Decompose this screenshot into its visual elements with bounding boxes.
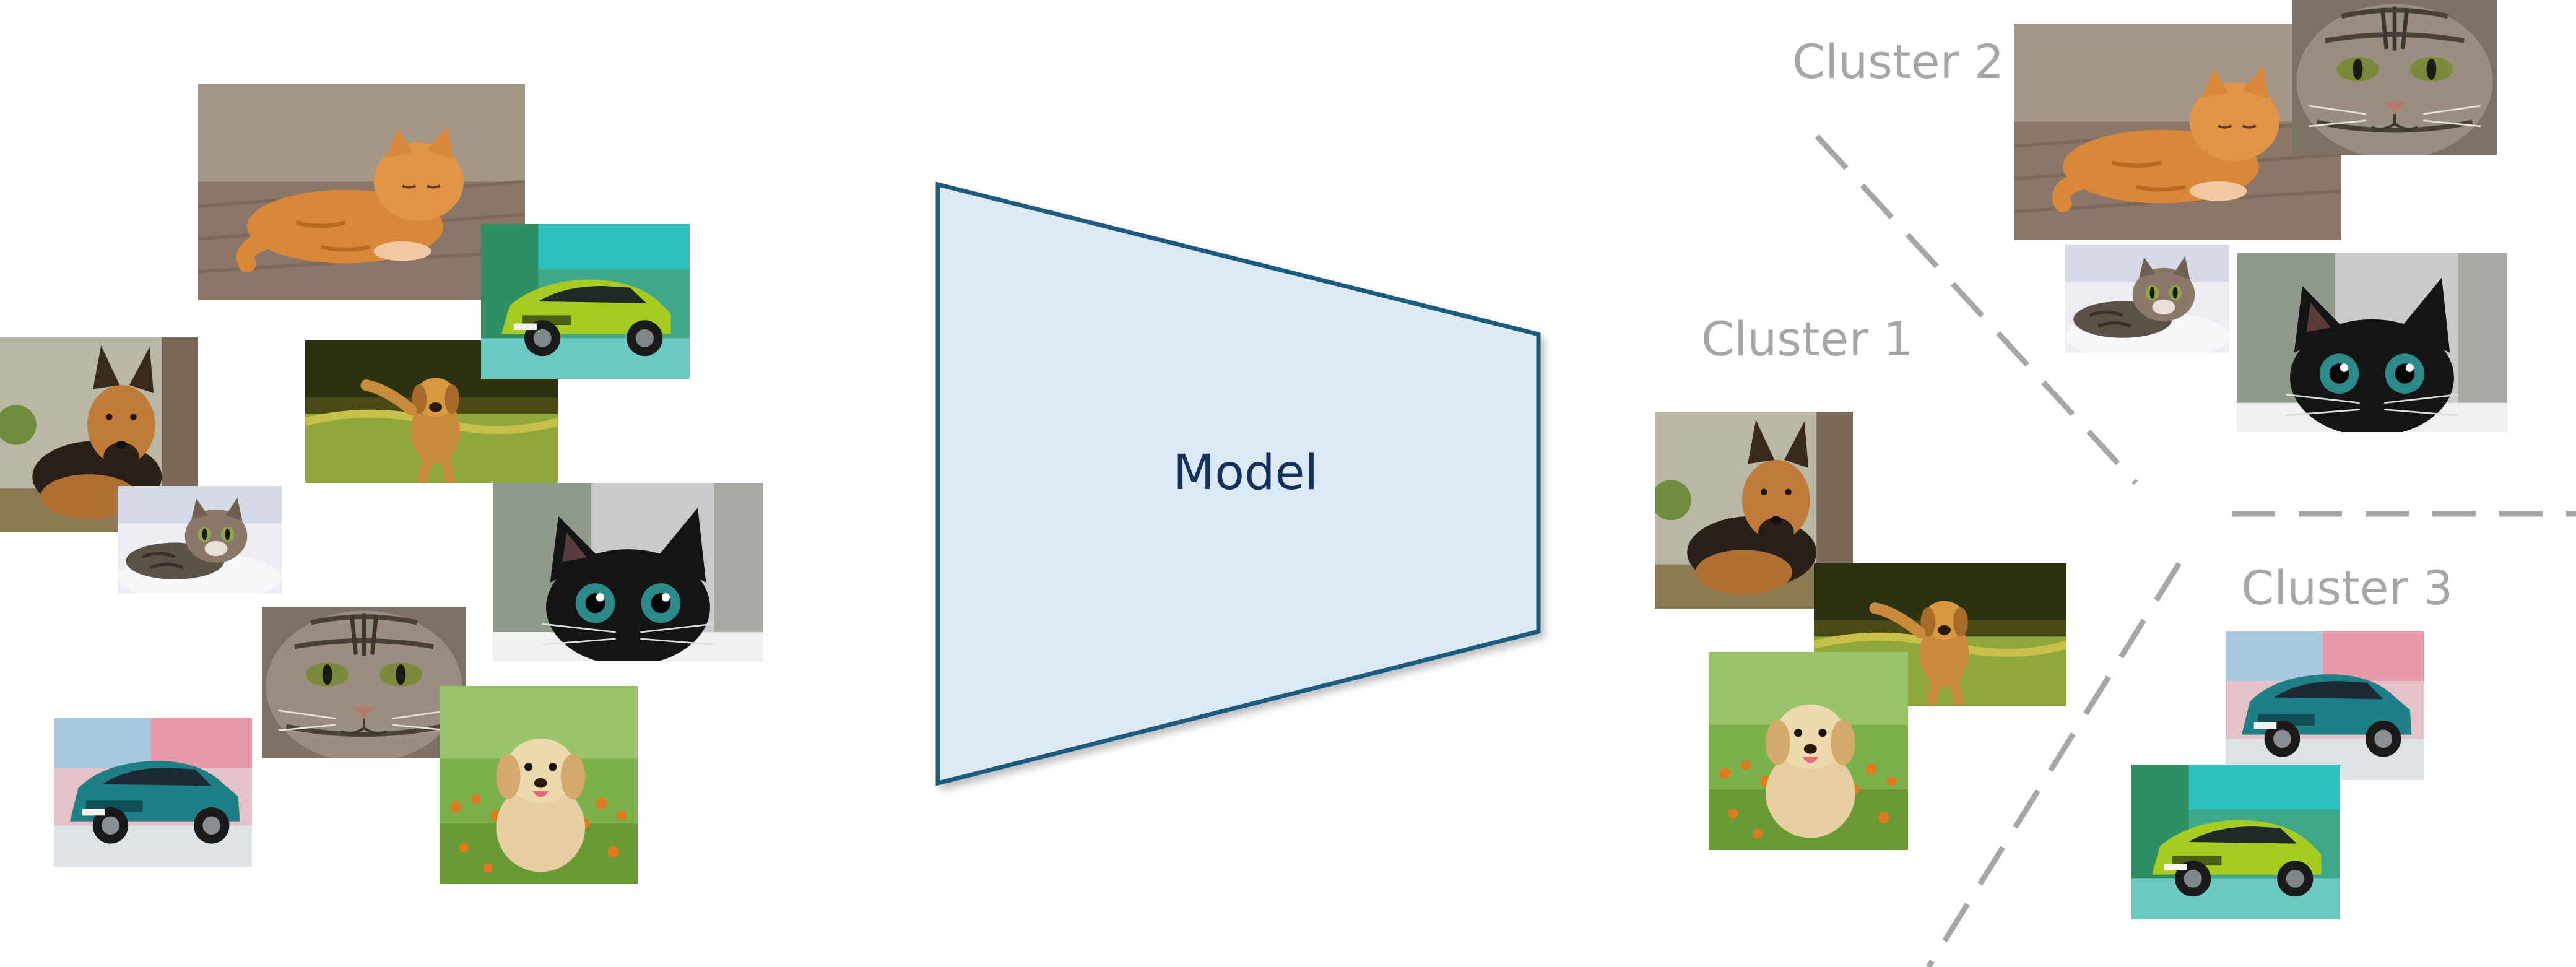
model-trapezoid bbox=[935, 181, 1541, 786]
model-label: Model bbox=[1173, 445, 1319, 501]
tabby-face-icon bbox=[2292, 0, 2497, 155]
cluster-3-label: Cluster 3 bbox=[2241, 560, 2453, 615]
orange-cat-icon bbox=[2014, 24, 2341, 240]
divider-line-1-2 bbox=[1815, 134, 2138, 485]
divider-line-1-3 bbox=[1926, 562, 2182, 967]
model-shape bbox=[935, 181, 1541, 786]
black-cat-icon bbox=[2237, 253, 2507, 432]
teal-car-icon bbox=[2226, 631, 2424, 780]
green-car-icon bbox=[2131, 765, 2340, 919]
puppy-icon bbox=[1709, 652, 1908, 850]
cluster-1-label: Cluster 1 bbox=[1701, 311, 1914, 366]
kitten-icon bbox=[2065, 245, 2229, 353]
cluster-2-label: Cluster 2 bbox=[1792, 34, 2005, 89]
